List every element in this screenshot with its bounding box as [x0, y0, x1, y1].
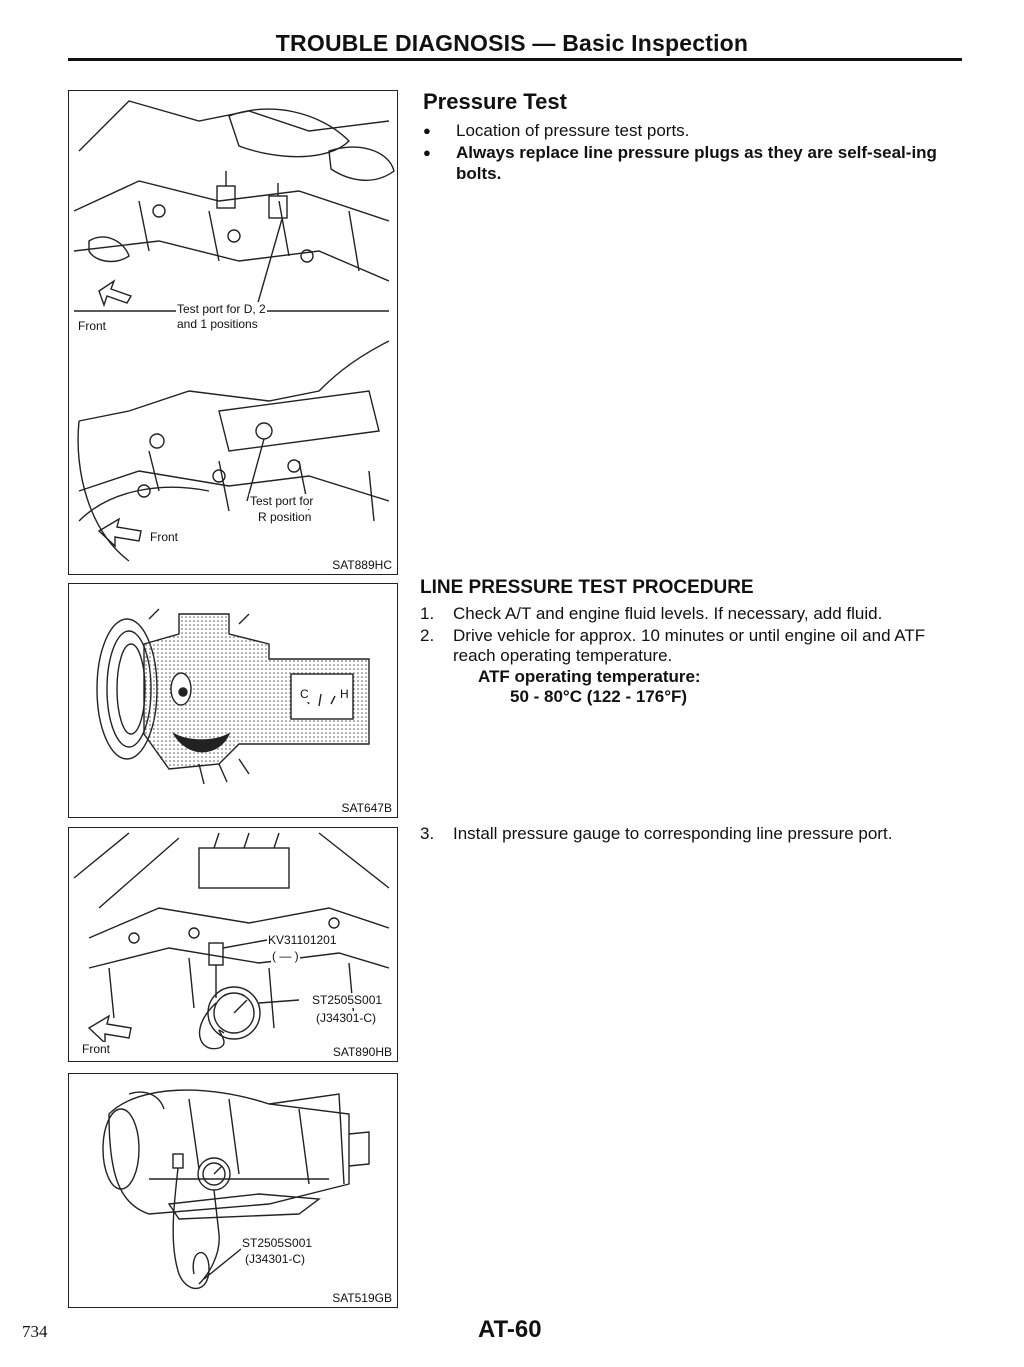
header-rule [68, 58, 962, 61]
tool-st2505s001-sub: (J34301-C) [315, 1011, 378, 1026]
page-number: 734 [22, 1322, 48, 1341]
figure-pressure-ports: Front Test port for D, 2 and 1 positions… [68, 90, 398, 575]
figure-code: SAT647B [339, 801, 394, 815]
procedure-step-2: 2. Drive vehicle for approx. 10 minutes … [420, 626, 965, 668]
procedure-step-1: 1. Check A/T and engine fluid levels. If… [420, 604, 965, 626]
step-number: 3. [420, 824, 435, 843]
test-port-d21-label-line1: Test port for D, 2 [176, 302, 267, 317]
section-title: Pressure Test [423, 89, 567, 114]
gauge-cold-label: C [299, 687, 310, 702]
test-port-r-label-line2: R position [257, 510, 313, 525]
spec-value: 50 - 80°C (122 - 176°F) [510, 687, 688, 706]
bullet-item: Always replace line pressure plugs as th… [423, 142, 968, 184]
tool-st2505s001-label: ST2505S001 [241, 1236, 314, 1251]
step-text: Drive vehicle for approx. 10 minutes or … [453, 626, 926, 665]
tool-st2505s001-sub: (J34301-C) [244, 1252, 307, 1267]
front-label: Front [81, 1042, 112, 1057]
figure-fluid-temperature: C H SAT647B [68, 583, 398, 818]
tool-st2505s001-label: ST2505S001 [311, 993, 384, 1008]
figure-code: SAT519GB [330, 1291, 394, 1305]
procedure-title: LINE PRESSURE TEST PROCEDURE [420, 577, 754, 598]
gauge-installed-illustration [73, 832, 390, 1050]
transmission-ports-illustration [73, 100, 395, 562]
figure-code: SAT890HB [330, 1045, 394, 1059]
test-port-d21-label-line2: and 1 positions [176, 317, 259, 332]
pressure-test-bullets: Location of pressure test ports. Always … [423, 120, 968, 185]
gauge-hot-label: H [339, 687, 350, 702]
spec-label: ATF operating temperature: [478, 667, 701, 686]
bullet-item: Location of pressure test ports. [423, 120, 968, 141]
figure-gauge-installation: KV31101201 ( — ) ST2505S001 (J34301-C) F… [68, 827, 398, 1062]
step-text: Check A/T and engine fluid levels. If ne… [453, 604, 883, 623]
step-number: 2. [420, 626, 435, 645]
figure-gauge-on-transmission: ST2505S001 (J34301-C) SAT519GB [68, 1073, 398, 1308]
step-text: Install pressure gauge to corresponding … [453, 824, 893, 843]
step-number: 1. [420, 604, 435, 623]
tool-kv31101201-label: KV31101201 [267, 933, 338, 948]
front-label-bottom: Front [149, 530, 180, 545]
transmission-gauge-illustration [102, 1089, 370, 1290]
page-id: AT-60 [478, 1316, 542, 1343]
tool-kv31101201-sub: ( — ) [271, 949, 300, 964]
procedure-step-3: 3. Install pressure gauge to correspondi… [420, 824, 965, 846]
front-label-top: Front [77, 319, 108, 334]
figure-code: SAT889HC [330, 558, 394, 572]
page-title: TROUBLE DIAGNOSIS — Basic Inspection [275, 30, 749, 56]
test-port-r-label-line1: Test port for [249, 494, 315, 509]
